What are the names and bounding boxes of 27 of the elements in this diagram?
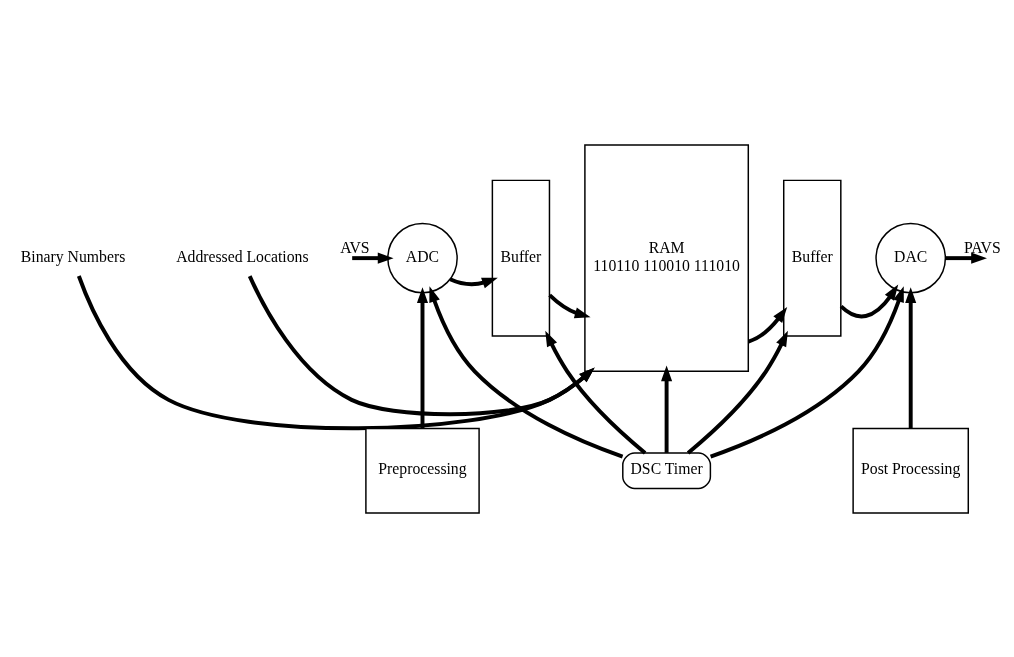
node-box: RAM 110110 110010 111010	[584, 143, 750, 372]
arrow	[686, 330, 788, 454]
arrow	[747, 306, 788, 344]
arrow	[352, 252, 394, 264]
arrow	[545, 330, 647, 454]
arrow	[429, 285, 624, 458]
edge-label: PAVS	[963, 238, 1001, 256]
node-box: Buffer	[783, 179, 842, 337]
arrow	[247, 274, 595, 416]
arrow	[709, 285, 904, 458]
arrow	[661, 364, 673, 453]
arrow	[839, 284, 899, 318]
node-box: Post Processing	[852, 427, 969, 514]
arrow	[416, 286, 429, 428]
node-box: DSC Timer	[622, 451, 712, 489]
arrow	[905, 286, 917, 428]
arrow	[77, 274, 595, 430]
node-circle: DAC	[875, 222, 947, 294]
arrow	[945, 252, 987, 264]
arrow	[449, 276, 498, 288]
node-text: Binary Numbers	[20, 247, 126, 265]
edge-label: AVS	[340, 238, 370, 256]
node-box: Preprocessing	[365, 427, 480, 514]
node-box: Buffer	[491, 179, 551, 337]
node-circle: ADC	[387, 222, 458, 294]
arrow	[548, 293, 591, 318]
node-text: Addressed Locations	[176, 247, 309, 265]
